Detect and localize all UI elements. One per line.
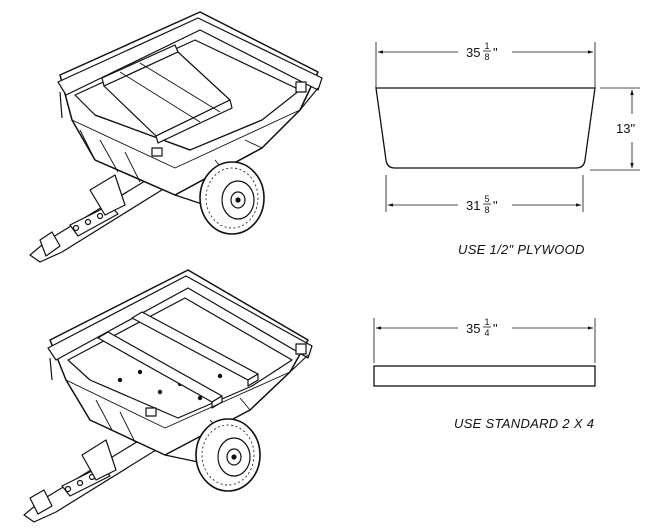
board-drawing: 35 1 4 " <box>373 317 596 387</box>
plywood-panel-drawing: 35 1 8 " 31 5 8 " 13" <box>375 41 640 215</box>
height-label: 13" <box>616 121 635 136</box>
board-width-whole: 35 <box>466 321 480 336</box>
bottom-width-numerator: 5 <box>484 194 489 204</box>
board-width-denominator: 4 <box>484 328 489 338</box>
top-width-whole: 35 <box>466 45 480 60</box>
plywood-note: USE 1/2" PLYWOOD <box>458 242 585 257</box>
plywood-panel-outline <box>375 87 596 169</box>
cart-illustration-with-divider <box>29 11 323 263</box>
bottom-width-denominator: 8 <box>484 205 489 215</box>
top-width-numerator: 1 <box>484 41 489 51</box>
cart-illustration-with-crossbeams <box>23 269 313 523</box>
bottom-width-unit: " <box>493 198 498 213</box>
board-width-numerator: 1 <box>484 317 489 327</box>
board-note: USE STANDARD 2 X 4 <box>454 416 595 431</box>
bottom-width-whole: 31 <box>466 198 480 213</box>
top-width-unit: " <box>493 45 498 60</box>
board-width-unit: " <box>493 321 498 336</box>
top-width-denominator: 8 <box>484 52 489 62</box>
board-outline <box>373 365 596 387</box>
